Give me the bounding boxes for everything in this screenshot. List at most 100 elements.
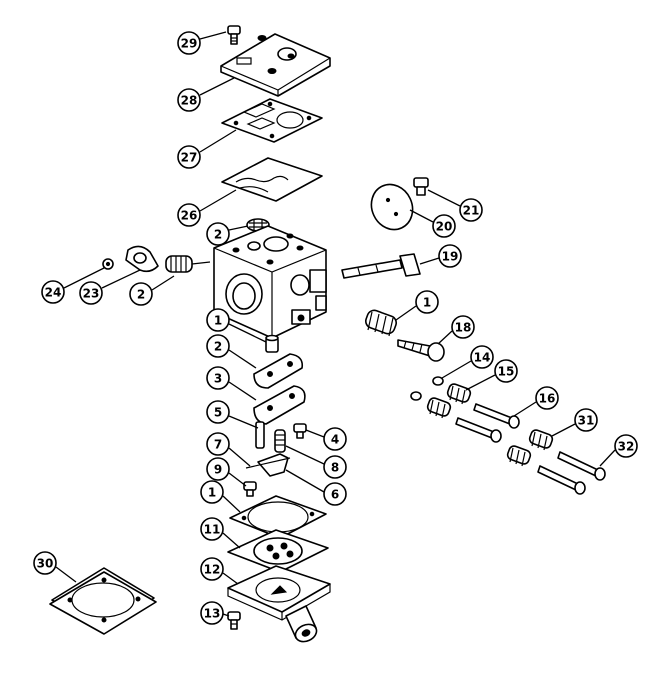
leader-line xyxy=(228,415,259,429)
callout-label: 18 xyxy=(455,321,472,335)
callout-30-c30: 30 xyxy=(33,551,77,583)
callout-7-c7: 7 xyxy=(206,432,251,467)
callout-label: 32 xyxy=(618,440,635,454)
leader-line xyxy=(199,77,235,96)
callout-circle xyxy=(323,427,347,451)
part-carburetor-body xyxy=(213,225,327,339)
callout-circle xyxy=(177,145,201,169)
leader-line xyxy=(228,225,249,231)
callout-label: 14 xyxy=(474,351,491,365)
callout-circle xyxy=(323,482,347,506)
part-orings-14 xyxy=(410,376,444,401)
callout-circle xyxy=(574,408,598,432)
leader-line xyxy=(465,374,496,391)
callout-circle xyxy=(535,386,559,410)
callout-label: 29 xyxy=(181,37,198,51)
callout-label: 6 xyxy=(331,488,339,502)
leader-line xyxy=(551,423,576,437)
callout-label: 13 xyxy=(204,607,221,621)
callout-circle xyxy=(206,366,230,390)
part-spring-8 xyxy=(274,429,286,453)
leader-line xyxy=(305,429,325,438)
callout-2-c2a: 2 xyxy=(206,222,249,246)
callout-23-c23: 23 xyxy=(79,269,141,305)
callout-circle xyxy=(200,480,224,504)
callout-circle xyxy=(206,432,230,456)
leader-line xyxy=(63,267,105,289)
part-springs-15 xyxy=(426,383,472,419)
part-plate-3 xyxy=(253,385,306,425)
leader-line xyxy=(55,566,77,583)
callout-label: 2 xyxy=(214,228,222,242)
leader-line xyxy=(228,381,257,401)
callout-circle xyxy=(79,281,103,305)
callout-8-c8: 8 xyxy=(285,445,347,479)
callout-label: 5 xyxy=(214,406,222,420)
callout-label: 16 xyxy=(539,392,556,406)
leader-line xyxy=(437,330,453,345)
leader-line xyxy=(228,349,257,369)
leader-line xyxy=(441,360,472,379)
callout-12-c12: 12 xyxy=(200,557,239,585)
part-pin-7 xyxy=(245,457,291,469)
callout-label: 20 xyxy=(436,220,453,234)
leader-line xyxy=(101,269,141,289)
callout-4-c4: 4 xyxy=(305,427,347,451)
callout-circle xyxy=(451,315,475,339)
callout-circle xyxy=(470,345,494,369)
part-spring-2-left xyxy=(165,255,211,273)
callout-label: 7 xyxy=(214,438,222,452)
part-screw-13 xyxy=(227,611,241,630)
callout-circle xyxy=(33,551,57,575)
callout-31-c31: 31 xyxy=(551,408,598,437)
callout-circle xyxy=(206,308,230,332)
callout-circle xyxy=(206,222,230,246)
callout-circle xyxy=(459,198,483,222)
callout-circle xyxy=(129,282,153,306)
part-gasket-27 xyxy=(221,98,323,143)
leader-line xyxy=(199,31,227,40)
part-throttle-shaft-19 xyxy=(341,253,421,279)
part-plate-2 xyxy=(253,353,304,389)
leader-line xyxy=(395,305,417,321)
callout-circle xyxy=(200,517,224,541)
part-screw-29 xyxy=(227,25,241,45)
callout-label: 23 xyxy=(83,287,100,301)
part-plug-1 xyxy=(265,334,279,353)
callout-circle xyxy=(206,400,230,424)
part-gasket-30 xyxy=(49,567,157,635)
callout-label: 11 xyxy=(204,523,221,537)
callout-circle xyxy=(177,88,201,112)
part-screw-9 xyxy=(243,481,257,497)
leader-line xyxy=(222,495,241,513)
callout-circle xyxy=(206,457,230,481)
part-needles-32 xyxy=(537,451,606,495)
callout-label: 8 xyxy=(331,461,339,475)
leader-line xyxy=(285,469,325,493)
callout-20-c20: 20 xyxy=(409,209,456,238)
part-throttle-plate-20 xyxy=(370,183,414,231)
leader-line xyxy=(285,445,325,465)
callout-label: 2 xyxy=(214,340,222,354)
callout-26-c26: 26 xyxy=(177,189,237,227)
leader-line xyxy=(513,401,537,417)
leader-line xyxy=(228,323,267,343)
callout-label: 31 xyxy=(578,414,595,428)
callout-label: 9 xyxy=(214,463,222,477)
leader-line xyxy=(199,129,237,153)
callout-3-c3: 3 xyxy=(206,366,257,401)
callout-2-c2c: 2 xyxy=(206,334,257,369)
part-diaphragm-26 xyxy=(221,157,323,202)
callout-label: 27 xyxy=(181,151,198,165)
callout-circle xyxy=(614,434,638,458)
callout-circle xyxy=(415,290,439,314)
part-spring-1-right xyxy=(364,309,398,337)
callout-19-c19: 19 xyxy=(419,244,462,268)
leader-line xyxy=(199,189,237,212)
callout-18-c18: 18 xyxy=(437,315,475,345)
callout-label: 24 xyxy=(45,286,62,300)
callout-1-c1b: 1 xyxy=(206,308,267,343)
part-screw-21 xyxy=(413,177,429,196)
